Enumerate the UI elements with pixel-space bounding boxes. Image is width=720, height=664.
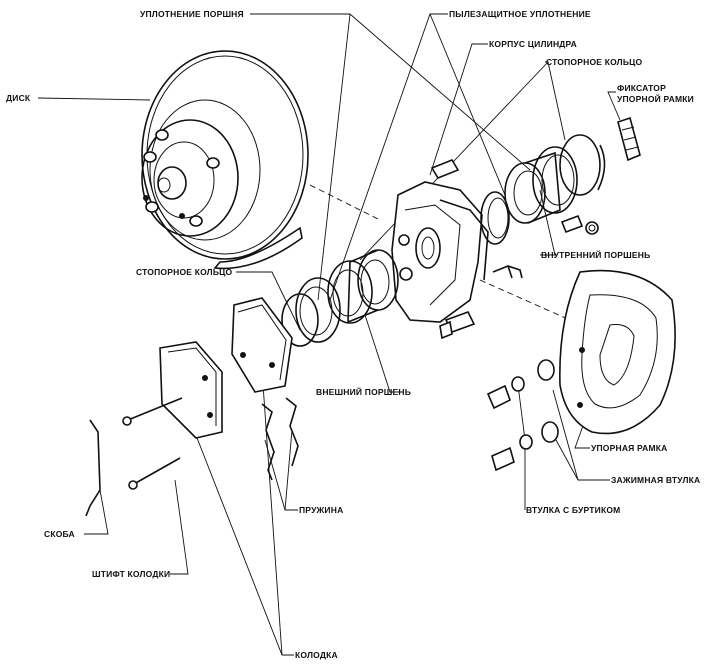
leader-piston-seal <box>250 13 351 301</box>
label-frame-clip-1: ФИКСАТОР <box>617 83 666 93</box>
frame-fasteners <box>486 359 559 472</box>
label-pad: КОЛОДКА <box>295 650 338 660</box>
label-inner-piston: ВНУТРЕННИЙ ПОРШЕНЬ <box>541 249 650 260</box>
label-bracket: СКОБА <box>44 529 75 539</box>
label-piston-seal: УПЛОТНЕНИЕ ПОРШНЯ <box>140 9 244 19</box>
leader-dust-seal-b <box>429 13 506 196</box>
bracket-wire <box>85 419 101 517</box>
leader-bracket <box>84 489 109 535</box>
label-frame-clip-2: УПОРНОЙ РАМКИ <box>617 93 694 104</box>
leader-outer-piston <box>364 314 404 393</box>
axis-dashed-1 <box>309 184 381 221</box>
leader-inner-piston <box>539 189 556 256</box>
leader-lines <box>37 13 621 656</box>
labels: УПЛОТНЕНИЕ ПОРШНЯ ПЫЛЕЗАЩИТНОЕ УПЛОТНЕНИ… <box>6 9 700 660</box>
leader-pad-b <box>261 369 283 656</box>
inner-piston-stack <box>480 134 606 245</box>
leader-retaining-ring-left <box>236 271 301 331</box>
wheel-studs <box>143 129 220 227</box>
hub-cap <box>157 166 187 200</box>
bleed-screws <box>560 214 599 235</box>
leader-cylinder-body <box>429 43 488 176</box>
label-disc: ДИСК <box>6 93 31 103</box>
leader-flanged-sleeve-b <box>517 384 526 441</box>
label-support-frame: УПОРНАЯ РАМКА <box>591 443 668 453</box>
leader-frame-clip <box>607 91 621 121</box>
label-retaining-ring-left: СТОПОРНОЕ КОЛЬЦО <box>136 267 233 277</box>
leader-retaining-ring-top <box>545 61 566 141</box>
brake-disc <box>141 50 309 270</box>
caliper-bolts <box>430 159 523 340</box>
label-flanged-sleeve: ВТУЛКА С БУРТИКОМ <box>526 505 620 515</box>
brake-pad-lower <box>159 341 223 439</box>
label-clamp-sleeve: ЗАЖИМНАЯ ВТУЛКА <box>611 475 700 485</box>
label-cylinder-body: КОРПУС ЦИЛИНДРА <box>489 39 577 49</box>
label-dust-seal: ПЫЛЕЗАЩИТНОЕ УПЛОТНЕНИЕ <box>449 9 591 19</box>
brake-pad-upper <box>231 297 293 393</box>
leader-disc <box>37 97 151 101</box>
leader-retaining-ring-top-b <box>359 61 549 261</box>
leader-support-frame <box>574 419 590 449</box>
leader-clamp-sleeve-b <box>555 439 579 481</box>
leader-piston-seal-b <box>349 13 531 171</box>
support-frame <box>559 269 676 435</box>
frame-clip <box>617 116 641 162</box>
anti-rattle-springs <box>261 397 299 481</box>
label-outer-piston: ВНЕШНИЙ ПОРШЕНЬ <box>316 386 411 397</box>
axis-dashed-2 <box>479 279 571 321</box>
leader-pad-pin <box>170 479 189 575</box>
leader-spring-b <box>284 429 293 511</box>
cylinder-body <box>391 181 489 323</box>
label-retaining-ring-top: СТОПОРНОЕ КОЛЬЦО <box>546 57 643 67</box>
label-spring: ПРУЖИНА <box>299 505 343 515</box>
pad-pins <box>122 397 183 490</box>
label-pad-pin: ШТИФТ КОЛОДКИ <box>92 569 170 579</box>
leader-pad-a <box>189 419 294 656</box>
outer-piston-stack <box>281 249 399 347</box>
